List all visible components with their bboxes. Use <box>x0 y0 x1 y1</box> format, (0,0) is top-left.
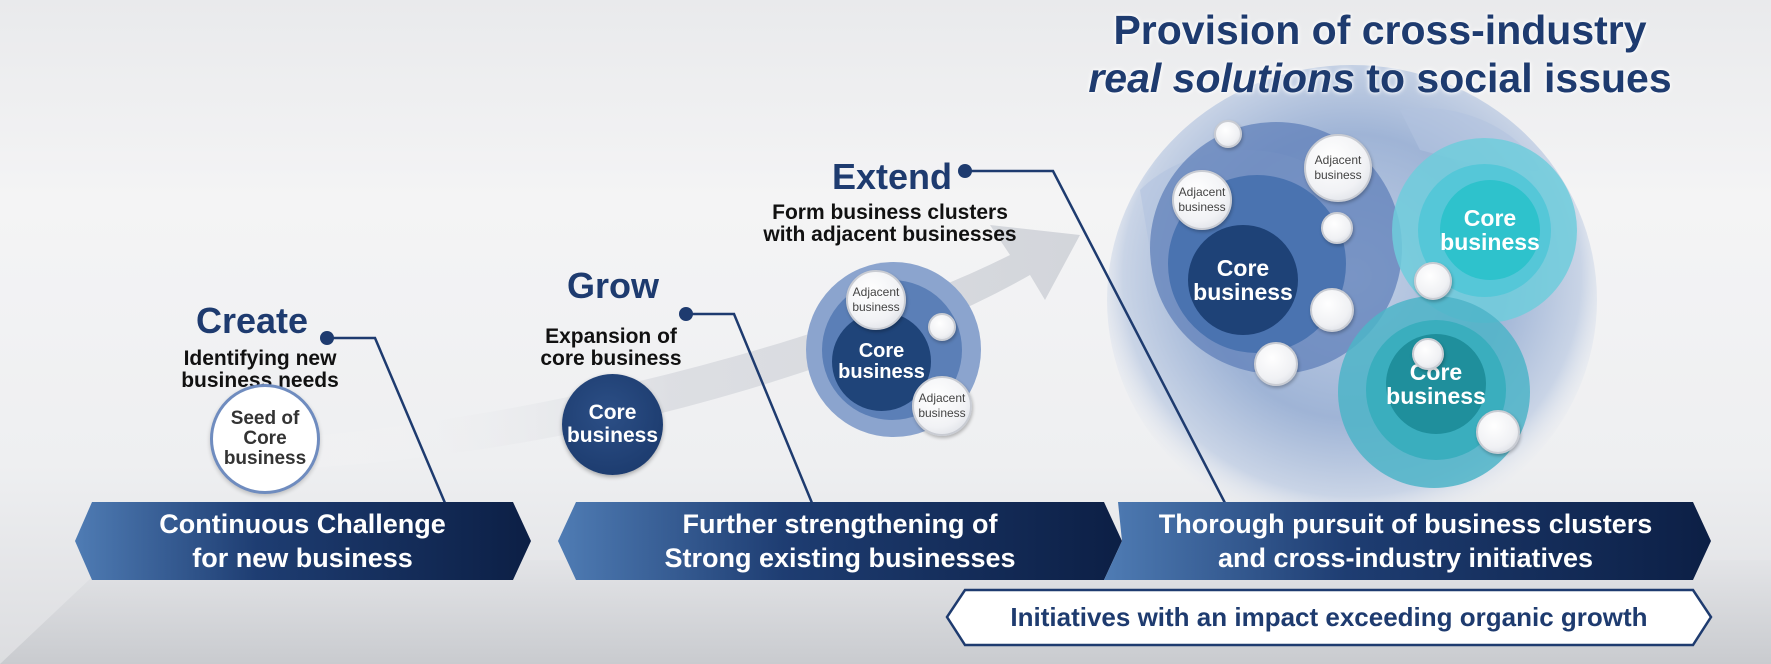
adjacent-line2: business <box>918 406 966 420</box>
cluster-core-line2: business <box>1440 229 1540 255</box>
extend-small-bubble <box>928 313 956 341</box>
adjacent-line2: business <box>1178 200 1226 214</box>
cluster-small-bubble <box>1321 212 1353 244</box>
bottom-label-shape <box>945 588 1713 647</box>
extend-desc-line2: with adjacent businesses <box>763 223 1017 246</box>
headline-line1: Provision of cross-industry <box>1113 7 1647 53</box>
extend-core-line2: business <box>838 360 925 383</box>
extend-description: Form business clusters with adjacent bus… <box>730 202 1050 246</box>
headline-italic: real solutions <box>1088 55 1355 101</box>
seed-line1: Seed of <box>230 408 300 430</box>
seed-line2: Core <box>243 428 287 450</box>
banner-middle-shape <box>558 502 1122 580</box>
grow-connector <box>686 312 814 504</box>
extend-connector <box>965 169 1227 504</box>
seed-core-business-circle: Seed of Core business <box>210 384 320 494</box>
cluster-small-bubble <box>1414 262 1452 300</box>
headline-line2: real solutions to social issues <box>1030 54 1730 102</box>
growth-arrow <box>260 225 1080 470</box>
extend-core-line1: Core <box>858 339 905 362</box>
create-desc-line1: Identifying new <box>183 347 337 370</box>
grow-title: Grow <box>567 265 660 306</box>
adjacent-line1: Adjacent <box>1314 153 1362 167</box>
cluster-small-bubble <box>1310 288 1354 332</box>
grow-dot <box>679 307 693 321</box>
cluster-small-bubble <box>1214 120 1242 148</box>
banner-left-line2: for new business <box>192 543 413 573</box>
adjacent-line2: business <box>1314 168 1362 182</box>
banner-further-strengthening: Further strengthening of Strong existing… <box>576 502 1104 580</box>
grow-desc-line1: Expansion of <box>545 325 677 348</box>
cluster-core-line1: Core <box>1463 204 1517 231</box>
grow-core-line1: Core <box>588 401 637 425</box>
cluster-cyan-core-business: Core business <box>1440 180 1540 280</box>
cluster-small-bubble <box>1254 342 1298 386</box>
create-desc-line2: business needs <box>181 369 339 392</box>
banner-right-shape <box>1104 502 1711 580</box>
banner-thorough-pursuit: Thorough pursuit of business clusters an… <box>1118 502 1693 580</box>
adjacent-line1: Adjacent <box>1178 185 1226 199</box>
banner-middle-line2: Strong existing businesses <box>664 543 1016 573</box>
cluster-core-line2: business <box>1193 279 1293 305</box>
cluster-blue-core-business: Core business <box>1188 225 1298 335</box>
cluster-small-bubble <box>1476 410 1520 454</box>
create-title: Create <box>196 300 309 341</box>
grow-desc-line2: core business <box>540 347 682 370</box>
grow-core-line2: business <box>566 423 659 447</box>
cluster-core-line2: business <box>1386 383 1486 409</box>
banner-left-line1: Continuous Challenge <box>159 509 446 539</box>
create-dot <box>320 331 334 345</box>
banner-middle-line1: Further strengthening of <box>682 509 998 539</box>
adjacent-line2: business <box>852 300 900 314</box>
create-description: Identifying new business needs <box>160 348 360 392</box>
adjacent-line1: Adjacent <box>918 391 966 405</box>
adjacent-line1: Adjacent <box>852 285 900 299</box>
extend-desc-line1: Form business clusters <box>772 201 1008 224</box>
headline-rest: to social issues <box>1354 55 1672 101</box>
grow-core-business-circle: Core business <box>562 374 663 475</box>
extend-title: Extend <box>832 156 953 197</box>
create-connector <box>327 336 447 504</box>
cluster-small-bubble <box>1412 338 1444 370</box>
banner-right-line1: Thorough pursuit of business clusters <box>1158 509 1653 539</box>
cluster-core-line1: Core <box>1216 254 1270 281</box>
banner-left-shape <box>75 502 531 580</box>
headline: Provision of cross-industry real solutio… <box>1030 6 1730 102</box>
grow-description: Expansion of core business <box>511 326 711 370</box>
banner-right-line2: and cross-industry initiatives <box>1217 543 1594 573</box>
banner-continuous-challenge: Continuous Challenge for new business <box>92 502 513 580</box>
bottom-label: Initiatives with an impact exceeding org… <box>1010 602 1648 632</box>
seed-line3: business <box>223 447 307 469</box>
extend-dot <box>958 164 972 178</box>
